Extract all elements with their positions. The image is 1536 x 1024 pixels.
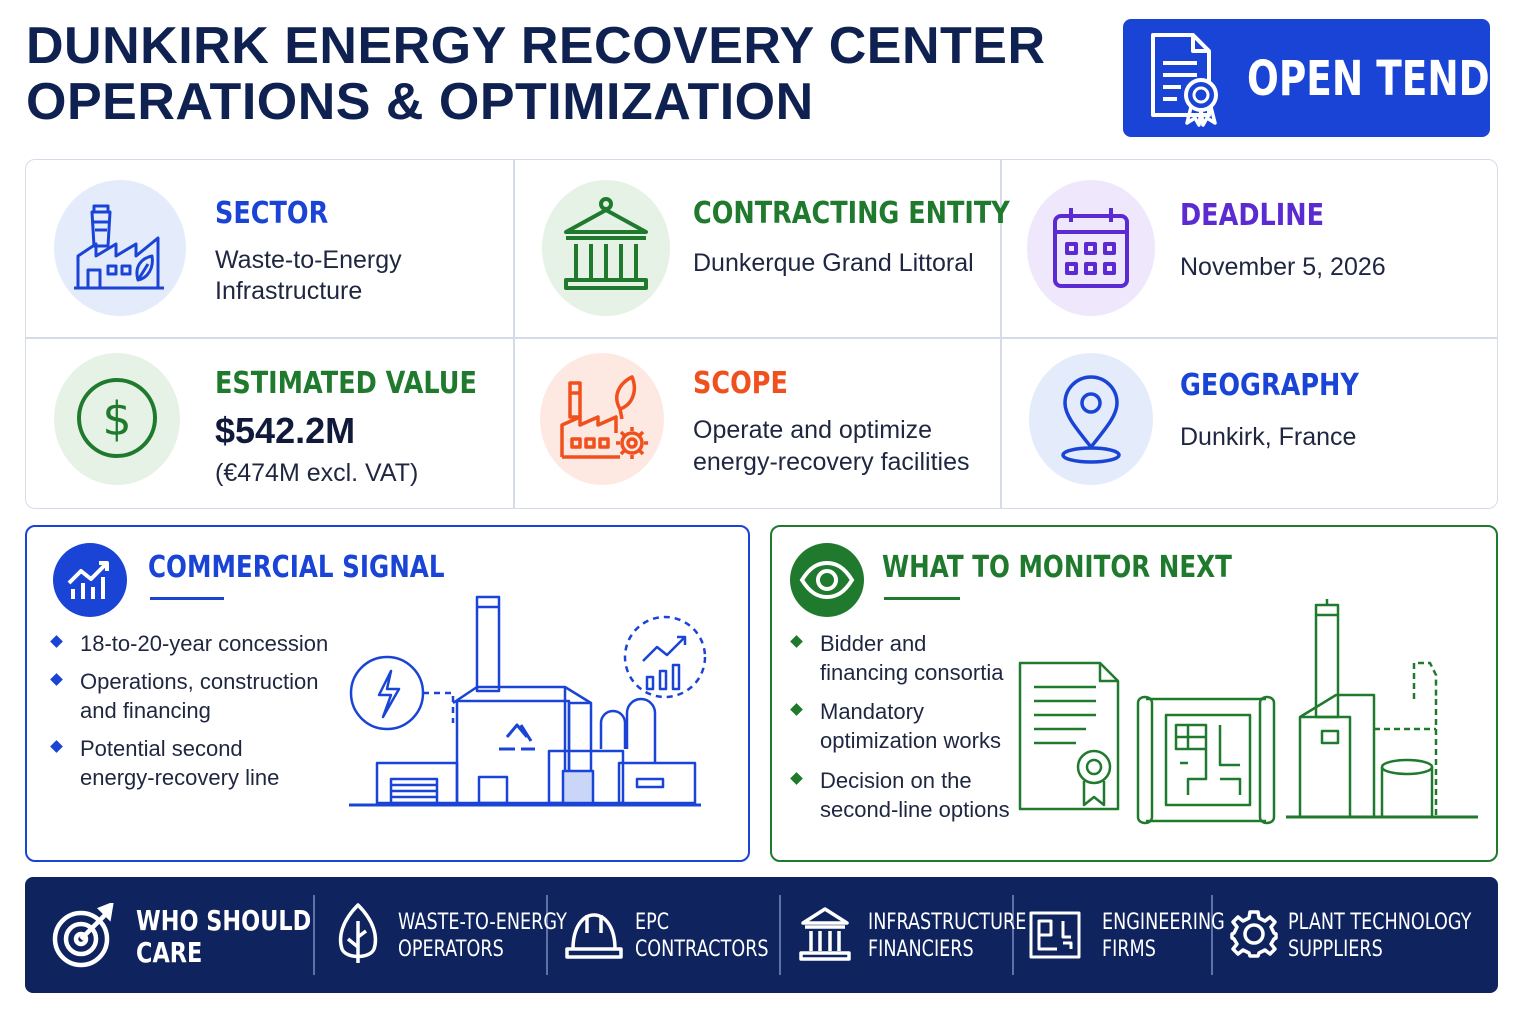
blueprint-icon	[1029, 911, 1081, 959]
bullet-text-line-2: second-line options	[820, 797, 1010, 822]
grid-divider	[1000, 160, 1002, 508]
bullet-text-line-2: energy-recovery line	[80, 765, 280, 790]
estimated-value-amount: $542.2M	[215, 410, 356, 451]
audience-plant-suppliers-line-2: SUPPLIERS	[1288, 937, 1383, 962]
sector-icon-circle	[54, 180, 186, 316]
grid-divider	[26, 337, 1497, 339]
bullet-marker	[50, 673, 63, 686]
commercial-signal-bullet: Operations, construction and financing	[50, 667, 319, 725]
target-arrow-icon	[52, 903, 114, 968]
scope-label: SCOPE	[693, 366, 788, 401]
commercial-signal-bullet: Potential second energy-recovery line	[50, 734, 280, 792]
deadline-icon-circle	[1027, 180, 1155, 316]
bullet-marker	[50, 635, 63, 648]
calendar-icon	[1053, 208, 1129, 288]
footer-divider	[546, 895, 548, 975]
open-tender-badge: OPEN TENDER	[1123, 19, 1536, 137]
estimated-value-icon-circle: $	[54, 353, 180, 485]
dollar-icon: $	[77, 378, 157, 458]
audience-plant-suppliers-line-1: PLANT TECHNOLOGY	[1288, 910, 1472, 935]
tender-facts-grid: SECTOR Waste-to-Energy Infrastructure CO…	[25, 159, 1498, 509]
bullet-marker	[790, 635, 803, 648]
footer-divider	[1211, 895, 1213, 975]
audience-epc-line-1: EPC	[635, 910, 670, 935]
audience-waste-operators-line-2: OPERATORS	[398, 937, 504, 962]
grid-divider	[513, 160, 515, 508]
commercial-signal-bullet: 18-to-20-year concession	[50, 629, 329, 658]
audience-engineering-line-1: ENGINEERING	[1102, 910, 1225, 935]
who-should-care-title-line-1: WHO SHOULD	[136, 904, 312, 937]
scope-value-line-2: energy-recovery facilities	[693, 448, 970, 476]
bullet-text-line-2: financing consortia	[820, 660, 1004, 685]
deadline-value: November 5, 2026	[1180, 253, 1386, 281]
geography-value: Dunkirk, France	[1180, 423, 1357, 451]
government-building-icon	[564, 197, 648, 290]
estimated-value-euro: (€474M excl. VAT)	[215, 459, 419, 487]
estimated-value-label: ESTIMATED VALUE	[215, 366, 477, 401]
monitor-next-bullet: Bidder and financing consortia	[790, 629, 1004, 687]
geography-icon-circle	[1029, 353, 1153, 485]
audience-financiers-line-2: FINANCIERS	[868, 937, 974, 962]
bullet-text-line-1: Bidder and	[820, 631, 927, 656]
scope-icon-circle	[540, 353, 664, 485]
sector-value-line-2: Infrastructure	[215, 277, 363, 305]
bullet-text-line-1: Potential second	[80, 736, 243, 761]
audience-waste-operators-line-1: WASTE-TO-ENERGY	[398, 910, 567, 935]
bullet-marker	[790, 772, 803, 785]
hard-hat-icon	[565, 913, 623, 959]
scope-value-line-1: Operate and optimize	[693, 416, 933, 444]
audience-financiers-line-1: INFRASTRUCTURE	[868, 910, 1027, 935]
bullet-text-line-1: Operations, construction	[80, 669, 319, 694]
contracting-entity-label: CONTRACTING ENTITY	[693, 196, 1010, 231]
energy-plant-illustration	[349, 595, 707, 807]
sector-value-line-1: Waste-to-Energy	[215, 246, 402, 274]
footer-divider	[313, 895, 315, 975]
factory-gear-icon	[560, 375, 648, 459]
contracting-entity-icon-circle	[542, 180, 670, 316]
bullet-text-line-1: Mandatory	[820, 699, 924, 724]
title-underline	[884, 597, 960, 600]
commercial-signal-title: COMMERCIAL SIGNAL	[148, 550, 445, 585]
deadline-label: DEADLINE	[1180, 198, 1324, 233]
svg-text:$: $	[102, 392, 131, 446]
footer-divider	[1012, 895, 1014, 975]
bullet-text-line-1: Decision on the	[820, 768, 972, 793]
monitor-next-title: WHAT TO MONITOR NEXT	[882, 550, 1232, 585]
bullet-text-line-2: and financing	[80, 698, 211, 723]
monitor-next-bullet: Decision on the second-line options	[790, 766, 1010, 824]
who-should-care-banner: WHO SHOULD CARE WASTE-TO-ENERGY OPERATOR…	[25, 877, 1498, 993]
audience-epc-line-2: CONTRACTORS	[635, 937, 769, 962]
contracting-entity-value: Dunkerque Grand Littoral	[693, 249, 974, 277]
audience-engineering-line-2: FIRMS	[1102, 937, 1156, 962]
certificate-document-icon	[1151, 33, 1218, 127]
monitor-next-panel: WHAT TO MONITOR NEXT Bidder and financin…	[770, 525, 1498, 862]
monitor-next-bullet: Mandatory optimization works	[790, 697, 1001, 755]
title-underline	[150, 597, 224, 600]
bullet-marker	[790, 703, 803, 716]
tender-status-label: OPEN TENDER	[1247, 51, 1536, 107]
bullet-marker	[50, 740, 63, 753]
geography-label: GEOGRAPHY	[1180, 368, 1359, 403]
factory-leaf-icon	[74, 204, 164, 290]
bullet-text-line-2: optimization works	[820, 728, 1001, 753]
bullet-text-line-1: 18-to-20-year concession	[80, 631, 329, 656]
gear-icon	[1230, 910, 1278, 958]
bank-icon	[799, 907, 851, 961]
sector-label: SECTOR	[215, 196, 329, 231]
page-title: DUNKIRK ENERGY RECOVERY CENTER OPERATION…	[26, 17, 1046, 131]
location-pin-icon	[1061, 375, 1121, 464]
commercial-signal-panel: COMMERCIAL SIGNAL 18-to-20-year concessi…	[25, 525, 750, 862]
who-should-care-title-line-2: CARE	[136, 936, 203, 969]
leaf-icon	[338, 903, 378, 963]
title-line-2: OPERATIONS & OPTIMIZATION	[26, 73, 814, 131]
title-line-1: DUNKIRK ENERGY RECOVERY CENTER	[26, 17, 1046, 75]
trend-chart-icon	[53, 543, 127, 617]
footer-divider	[779, 895, 781, 975]
monitoring-illustration	[1018, 599, 1478, 825]
eye-icon	[790, 543, 864, 617]
